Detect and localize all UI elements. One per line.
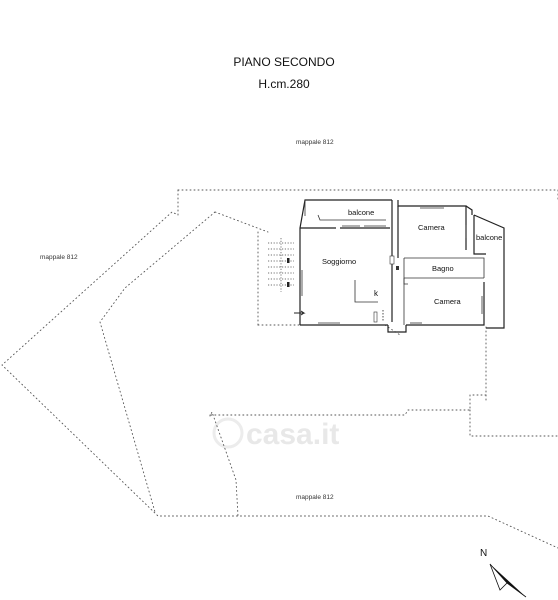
room-label-balcone-right: balcone	[476, 233, 502, 242]
watermark: casa.it	[212, 417, 339, 451]
parcel-label-left: mappale 812	[40, 254, 78, 261]
room-label-balcone-top: balcone	[348, 208, 374, 217]
room-label-camera-lower: Camera	[434, 297, 462, 306]
watermark-text: casa.it	[246, 418, 339, 451]
parcel-label-bottom: mappale 812	[296, 494, 334, 501]
floor-title: PIANO SECONDO	[233, 55, 334, 69]
room-label-soggiorno: Soggiorno	[322, 257, 356, 266]
height-label: H.cm.280	[258, 77, 310, 91]
north-label: N	[480, 548, 487, 559]
compass: N	[480, 548, 527, 598]
building-walls	[294, 199, 505, 333]
parcel-boundary	[1, 189, 558, 549]
kitchen-label: k	[374, 289, 379, 298]
staircase	[268, 238, 294, 292]
room-label-bagno: Bagno	[432, 264, 454, 273]
parcel-label-top: mappale 812	[296, 139, 334, 146]
room-label-camera-upper: Camera	[418, 223, 446, 232]
north-arrow-icon	[489, 563, 527, 598]
